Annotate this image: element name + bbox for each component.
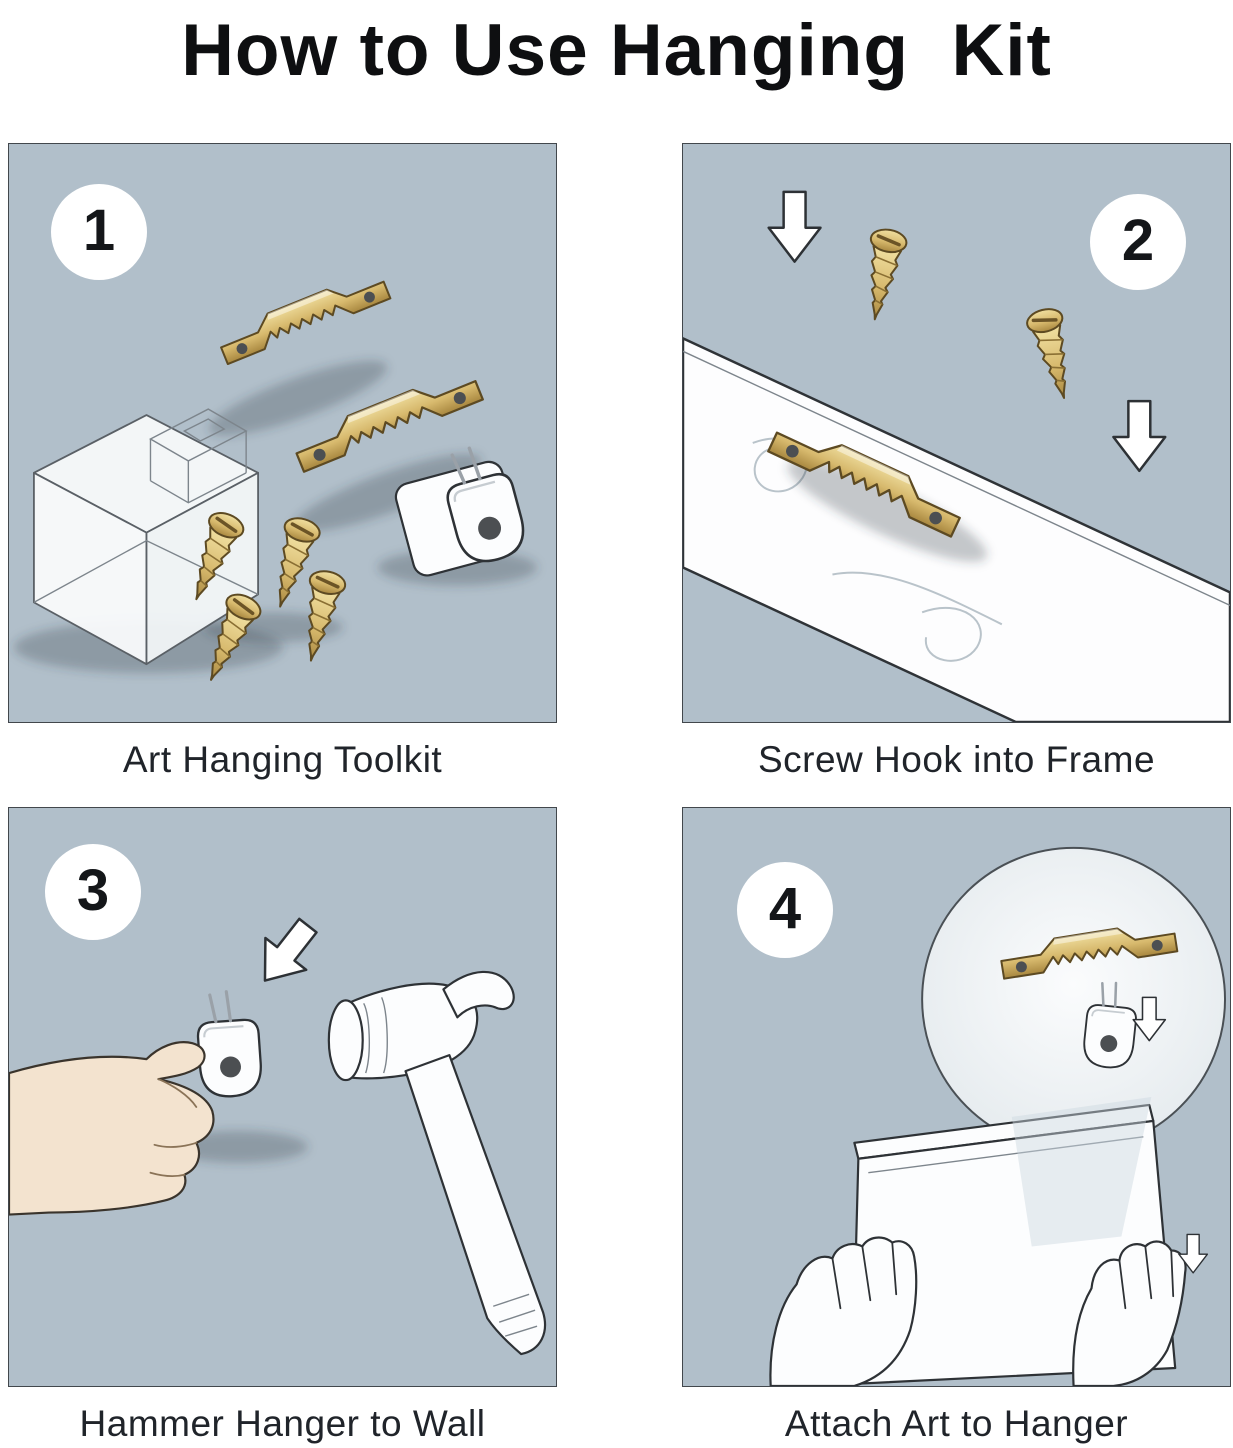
step-caption: Hammer Hanger to Wall <box>79 1403 486 1444</box>
zoom-circle <box>921 846 1227 1152</box>
step-4-illustration: 4 <box>682 807 1231 1387</box>
step-number: 1 <box>82 197 116 263</box>
step-number: 3 <box>76 857 110 923</box>
wood-grain <box>921 606 982 662</box>
step-caption: Attach Art to Hanger <box>784 1403 1129 1444</box>
step-number-badge: 2 <box>1090 194 1186 290</box>
step-number-badge: 4 <box>737 862 833 958</box>
step-3-illustration: 3 <box>8 807 557 1387</box>
step-number-badge: 1 <box>51 184 147 280</box>
step-caption: Art Hanging Toolkit <box>122 739 443 780</box>
sawtooth-hanger <box>214 267 392 366</box>
step-panel-4: 4 Attach Art to Hanger <box>682 807 1231 1447</box>
steps-grid: 1 Art Hanging Toolkit <box>0 143 1233 1447</box>
direction-arrow-icon <box>243 908 330 998</box>
magnifier-cone <box>1011 1097 1152 1247</box>
down-arrow-icon <box>1112 399 1167 473</box>
screw <box>1022 303 1084 405</box>
step-panel-1: 1 Art Hanging Toolkit <box>8 143 557 783</box>
hammer-illustration <box>9 908 547 1356</box>
wall-hook <box>394 438 532 577</box>
screw-hook-illustration <box>683 190 1230 722</box>
attach-art-illustration <box>769 846 1227 1386</box>
hand-right <box>1072 1240 1187 1386</box>
screw <box>855 225 910 325</box>
hand-holding-hanger <box>9 1041 215 1216</box>
step-caption: Screw Hook into Frame <box>757 739 1156 780</box>
hammer <box>327 970 547 1356</box>
step-panel-3: 3 Hammer Hanger to Wall <box>8 807 557 1447</box>
step-number-badge: 3 <box>45 844 141 940</box>
step-1-illustration: 1 <box>8 143 557 723</box>
shadow <box>787 459 988 562</box>
step-2-illustration: 2 <box>682 143 1231 723</box>
wall-hook <box>193 988 265 1100</box>
page-title: How to Use Hanging Kit <box>181 10 1052 91</box>
hand-left <box>769 1236 918 1386</box>
down-arrow-icon <box>767 190 822 263</box>
wood-grain <box>832 571 1003 626</box>
step-panel-2: 2 Screw Hook into Frame <box>682 143 1231 783</box>
step-number: 4 <box>768 875 802 941</box>
toolkit-illustration <box>13 267 538 689</box>
step-number: 2 <box>1121 207 1155 273</box>
